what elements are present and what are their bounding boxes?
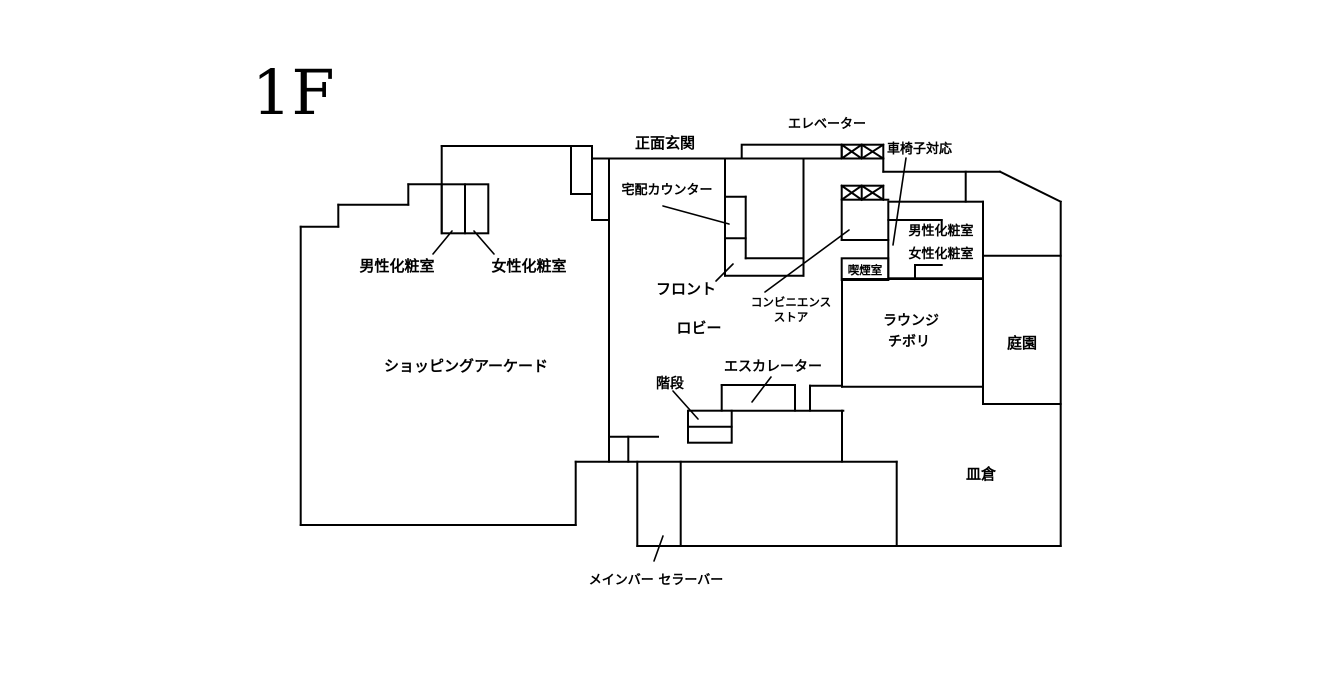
label-main-entrance: 正面玄関 [635,134,695,152]
label-delivery-counter: 宅配カウンター [621,182,712,198]
label-elevator: エレベーター [788,117,866,132]
escalator-leader [751,376,772,403]
wheelchair-leader [892,157,907,246]
label-convenience-store-line2: ストア [774,310,809,324]
mens-restroom-left-leader [432,230,453,255]
label-mens-restroom-left: 男性化粧室 [359,257,434,275]
wall-lines [299,143,1063,547]
stairs-leader [672,390,699,420]
main-bar-leader [653,535,664,562]
womens-restroom-left-leader [473,230,495,255]
label-smoking-room: 喫煙室 [848,263,883,277]
label-lobby: ロビー [676,319,721,337]
front-desk-leader [715,263,734,282]
label-womens-restroom-right: 女性化粧室 [908,246,973,262]
label-wheelchair-accessible: 車椅子対応 [887,141,952,157]
label-sarakura: 皿倉 [966,465,997,483]
label-escalator: エスカレーター [724,359,822,375]
convenience-store-leader [764,229,850,293]
delivery-counter-leader [662,205,730,225]
label-mens-restroom-right: 男性化粧室 [908,223,973,239]
elevator-icon [840,184,885,202]
label-lounge-line2: チボリ [888,334,930,350]
label-stairs: 階段 [656,375,684,392]
floor-title: 1F [252,56,334,129]
label-main-bar-cellar-bar: メインバー セラーバー [589,573,723,588]
label-convenience-store-line1: コンビニエンス [751,295,831,309]
label-lounge-line1: ラウンジ [883,313,939,329]
elevator-icon [840,143,885,160]
leader-lines [432,157,907,562]
label-womens-restroom-left: 女性化粧室 [491,257,566,275]
label-shopping-arcade: ショッピングアーケード [384,357,548,375]
label-garden: 庭園 [1007,334,1037,352]
label-front-desk: フロント [656,280,716,298]
